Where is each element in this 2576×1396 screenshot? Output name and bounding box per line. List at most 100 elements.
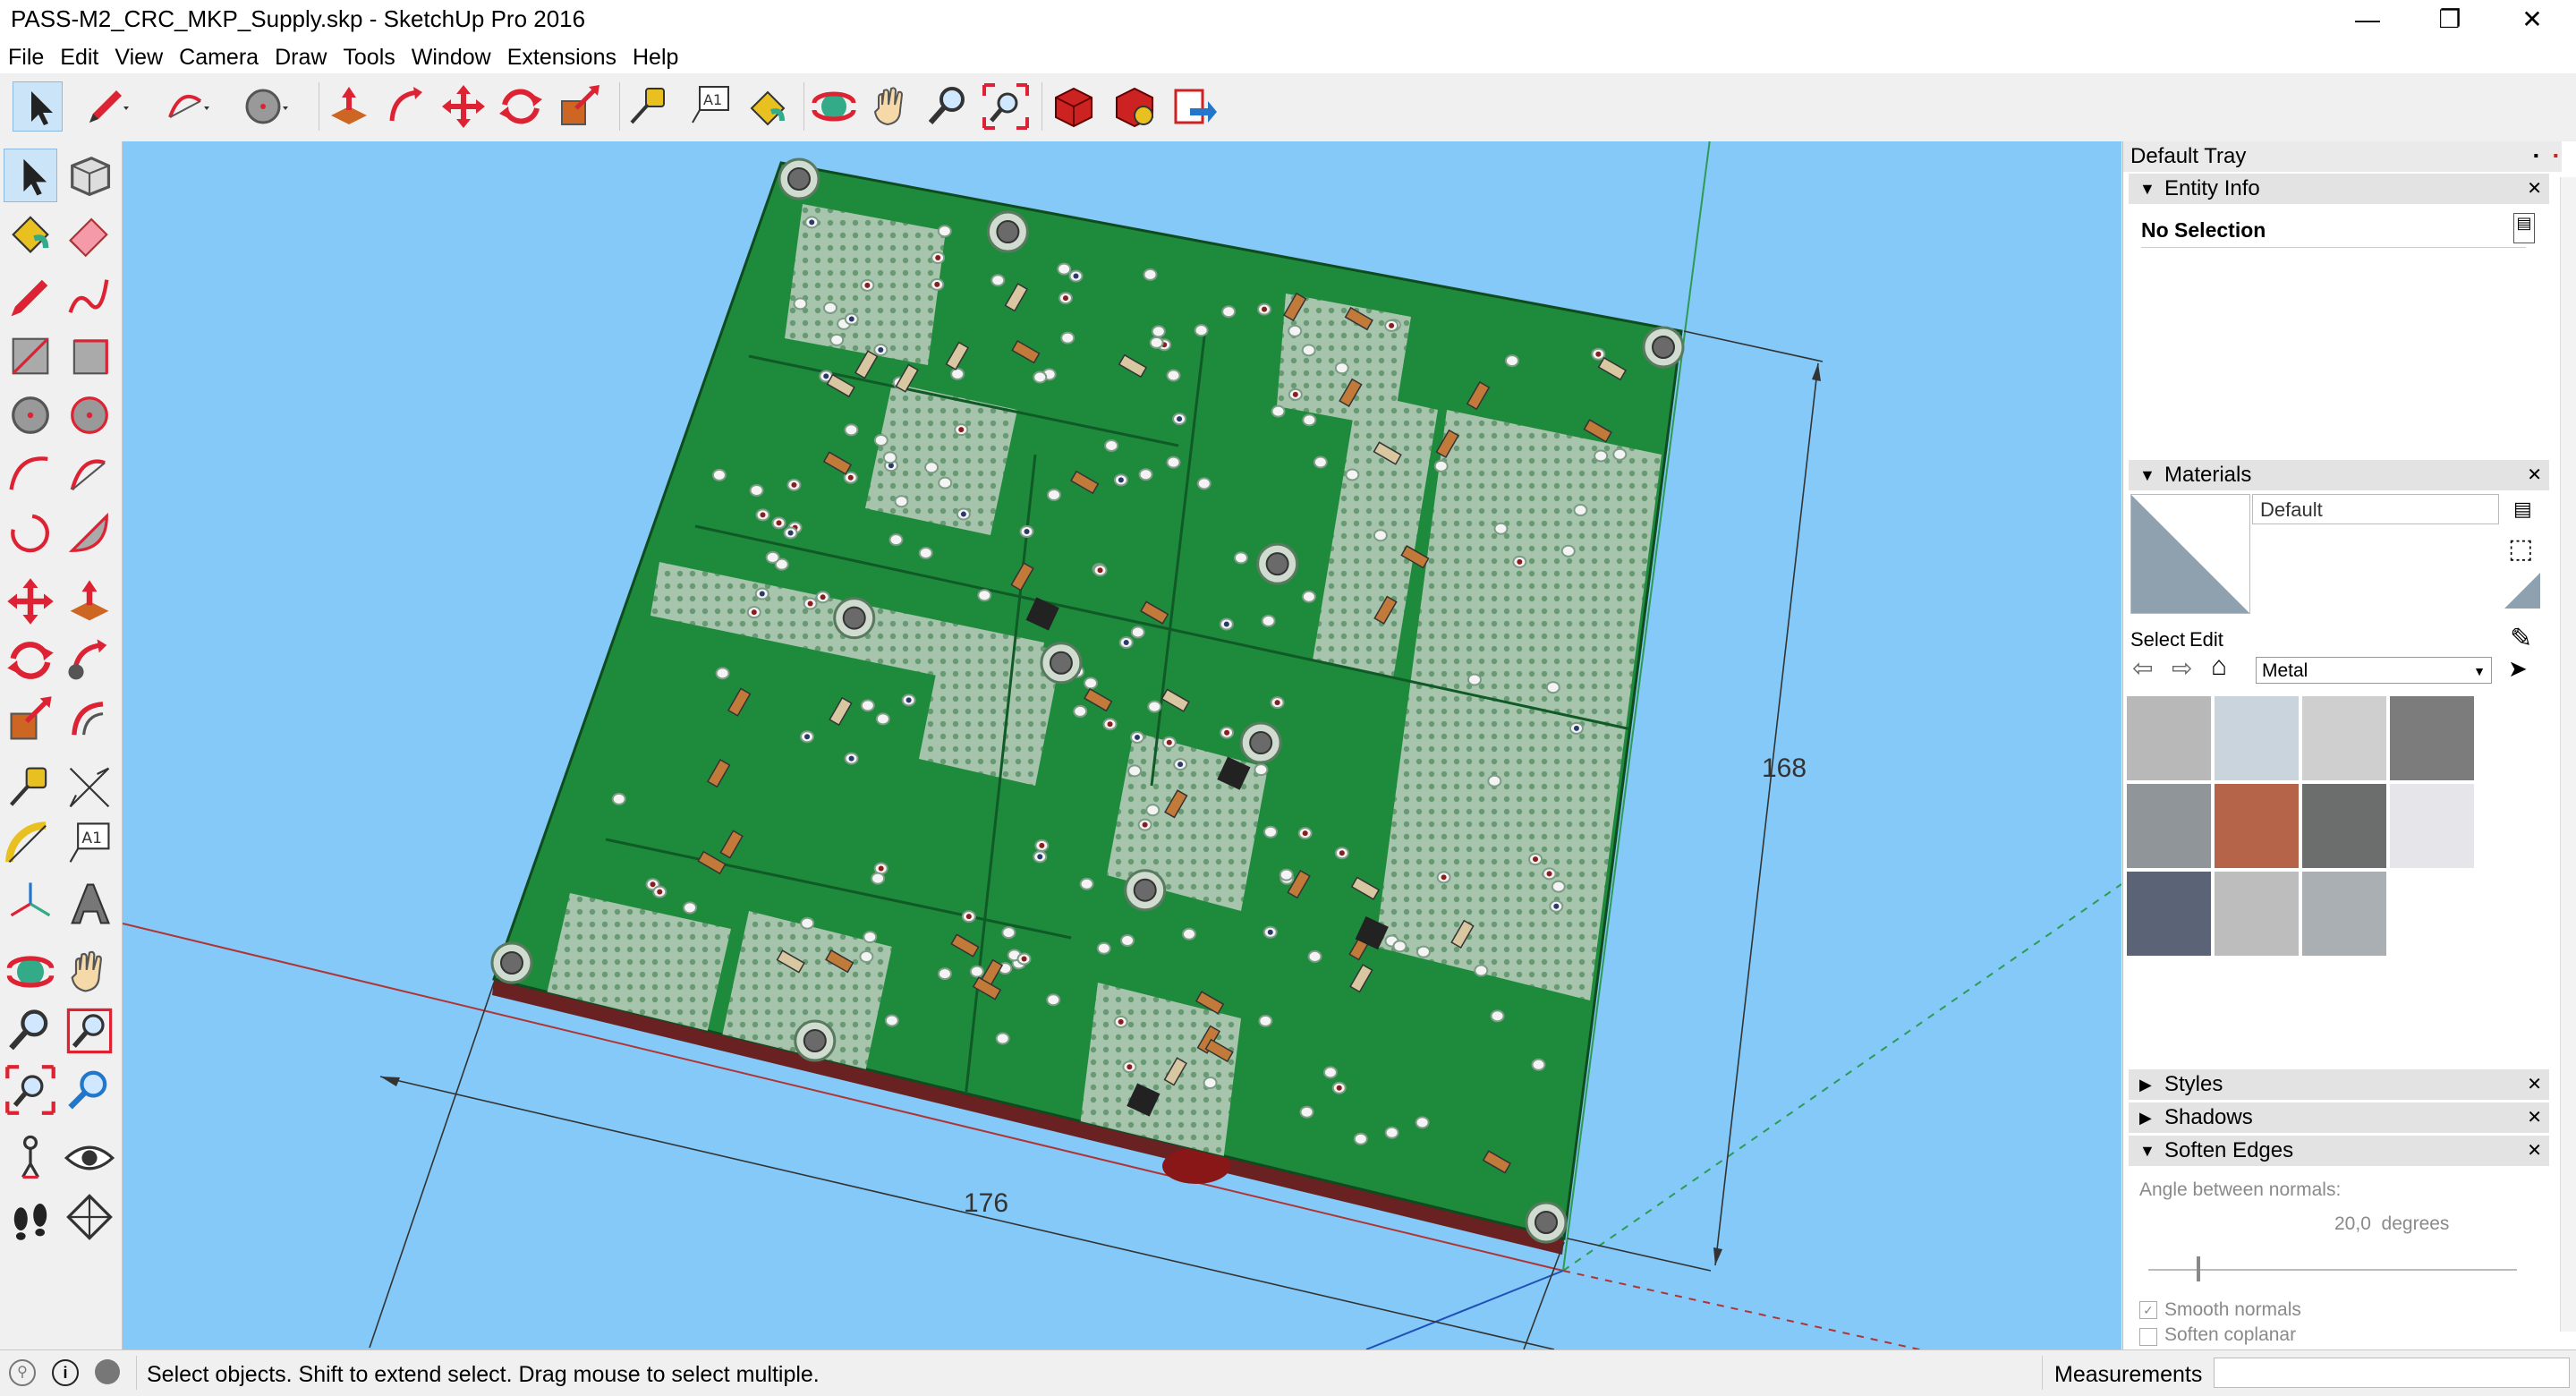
drawing-viewport[interactable]: 176 168	[123, 141, 2121, 1349]
layout-send-icon[interactable]	[1169, 81, 1219, 132]
menu-file[interactable]: File	[8, 45, 45, 70]
make-component-icon[interactable]	[63, 149, 116, 202]
follow-me-icon[interactable]	[63, 634, 116, 687]
tray-scrollbar[interactable]	[2560, 177, 2576, 1332]
menu-window[interactable]: Window	[411, 45, 491, 70]
entity-info-header[interactable]: ▼Entity Info✕	[2129, 174, 2549, 204]
orbit-tool-icon[interactable]	[809, 81, 859, 132]
protractor-icon[interactable]	[4, 818, 57, 872]
rotate-icon[interactable]	[4, 634, 57, 687]
materials-tab-select[interactable]: Select	[2130, 628, 2186, 651]
rectangle-icon[interactable]	[4, 329, 57, 383]
two-point-arc-icon[interactable]	[63, 447, 116, 501]
details-icon[interactable]: ▤	[2513, 213, 2535, 243]
menu-draw[interactable]: Draw	[275, 45, 327, 70]
move-icon[interactable]	[4, 575, 57, 628]
menu-extensions[interactable]: Extensions	[506, 45, 616, 70]
walk-icon[interactable]	[4, 1190, 57, 1244]
materials-header[interactable]: ▼Materials✕	[2129, 460, 2549, 490]
material-swatch[interactable]	[2215, 784, 2299, 868]
geo-location-icon[interactable]: ⚲	[9, 1359, 36, 1386]
material-library-select[interactable]: Metal▼	[2256, 657, 2492, 684]
paint-bucket-icon[interactable]	[4, 206, 57, 260]
zoom-icon[interactable]	[4, 1004, 57, 1058]
text-tool-icon[interactable]: A1	[685, 81, 735, 132]
material-swatch[interactable]	[2390, 696, 2474, 780]
close-button[interactable]: ✕	[2521, 5, 2543, 33]
display-secondary-icon[interactable]: ⬚	[2508, 534, 2534, 564]
look-around-icon[interactable]	[63, 1131, 116, 1185]
zoom-extents-icon[interactable]	[4, 1063, 57, 1117]
warehouse-icon[interactable]	[1049, 81, 1099, 132]
zoom-tool-icon[interactable]	[923, 81, 973, 132]
dimension-icon[interactable]	[63, 761, 116, 814]
smooth-normals-checkbox[interactable]: ✓	[2139, 1301, 2157, 1319]
rotate-tool-icon[interactable]	[496, 81, 546, 132]
styles-header[interactable]: ▶Styles✕	[2129, 1069, 2549, 1100]
material-swatch[interactable]	[2127, 872, 2211, 956]
material-swatch[interactable]	[2302, 872, 2386, 956]
pan-tool-icon[interactable]	[866, 81, 916, 132]
menu-edit[interactable]: Edit	[60, 45, 99, 70]
tape-measure-tool-icon[interactable]	[625, 81, 675, 132]
pcb-board[interactable]	[490, 157, 1685, 1255]
circle-tool-icon[interactable]	[240, 81, 290, 132]
section-plane-icon[interactable]	[63, 1190, 116, 1244]
zoom-window-icon[interactable]	[63, 1004, 116, 1058]
3d-text-icon[interactable]	[63, 877, 116, 931]
back-arrow-icon[interactable]: ⇦	[2132, 654, 2154, 682]
text-icon[interactable]: A1	[63, 818, 116, 872]
create-material-icon[interactable]: ▤	[2513, 498, 2532, 520]
menu-tools[interactable]: Tools	[343, 45, 395, 70]
angle-slider-track[interactable]	[2148, 1269, 2517, 1271]
close-panel-icon[interactable]: ✕	[2527, 1075, 2542, 1094]
three-point-arc-icon[interactable]	[4, 506, 57, 560]
paint-bucket-tool-icon[interactable]	[743, 81, 793, 132]
material-name-field[interactable]: Default	[2252, 494, 2499, 524]
previous-view-icon[interactable]	[63, 1063, 116, 1117]
pan-icon[interactable]	[63, 945, 116, 999]
line-icon[interactable]	[4, 270, 57, 324]
menu-view[interactable]: View	[115, 45, 164, 70]
minimize-button[interactable]: —	[2355, 5, 2380, 33]
arc-icon[interactable]	[4, 447, 57, 501]
select-tool-icon[interactable]	[13, 81, 63, 132]
materials-tab-edit[interactable]: Edit	[2189, 628, 2223, 651]
model-scene[interactable]: 176 168	[123, 141, 2121, 1349]
soften-edges-header[interactable]: ▼Soften Edges✕	[2129, 1136, 2549, 1166]
shadows-header[interactable]: ▶Shadows✕	[2129, 1102, 2549, 1133]
scale-tool-icon[interactable]	[555, 81, 605, 132]
credits-icon[interactable]: i	[52, 1359, 79, 1386]
extension-warehouse-icon[interactable]	[1109, 81, 1160, 132]
eyedropper-icon[interactable]: ✎	[2510, 624, 2533, 653]
forward-arrow-icon[interactable]: ⇨	[2172, 654, 2193, 682]
tape-measure-icon[interactable]	[4, 761, 57, 814]
menu-help[interactable]: Help	[633, 45, 679, 70]
user-icon[interactable]	[95, 1359, 120, 1384]
material-swatch[interactable]	[2127, 784, 2211, 868]
measurements-input[interactable]	[2214, 1358, 2570, 1388]
select-icon[interactable]	[4, 149, 57, 202]
pencil-tool-icon[interactable]	[81, 81, 131, 132]
library-details-icon[interactable]: ➤	[2508, 655, 2528, 682]
freehand-icon[interactable]	[63, 270, 116, 324]
polygon-icon[interactable]	[63, 388, 116, 442]
push-pull-icon[interactable]	[63, 575, 116, 628]
arc-tool-icon[interactable]	[161, 81, 211, 132]
material-swatch[interactable]	[2390, 784, 2474, 868]
close-panel-icon[interactable]: ✕	[2527, 1108, 2542, 1128]
close-panel-icon[interactable]: ✕	[2527, 1141, 2542, 1161]
pie-icon[interactable]	[63, 506, 116, 560]
offset-icon[interactable]	[63, 693, 116, 746]
material-swatch[interactable]	[2302, 696, 2386, 780]
material-swatch[interactable]	[2302, 784, 2386, 868]
zoom-extents-tool-icon[interactable]	[981, 81, 1031, 132]
close-panel-icon[interactable]: ✕	[2527, 465, 2542, 485]
push-pull-tool-icon[interactable]	[324, 81, 374, 132]
angle-slider-handle[interactable]	[2197, 1256, 2200, 1281]
circle-icon[interactable]	[4, 388, 57, 442]
eraser-icon[interactable]	[63, 206, 116, 260]
orbit-icon[interactable]	[4, 945, 57, 999]
follow-me-tool-icon[interactable]	[381, 81, 431, 132]
soften-coplanar-checkbox[interactable]	[2139, 1328, 2157, 1346]
